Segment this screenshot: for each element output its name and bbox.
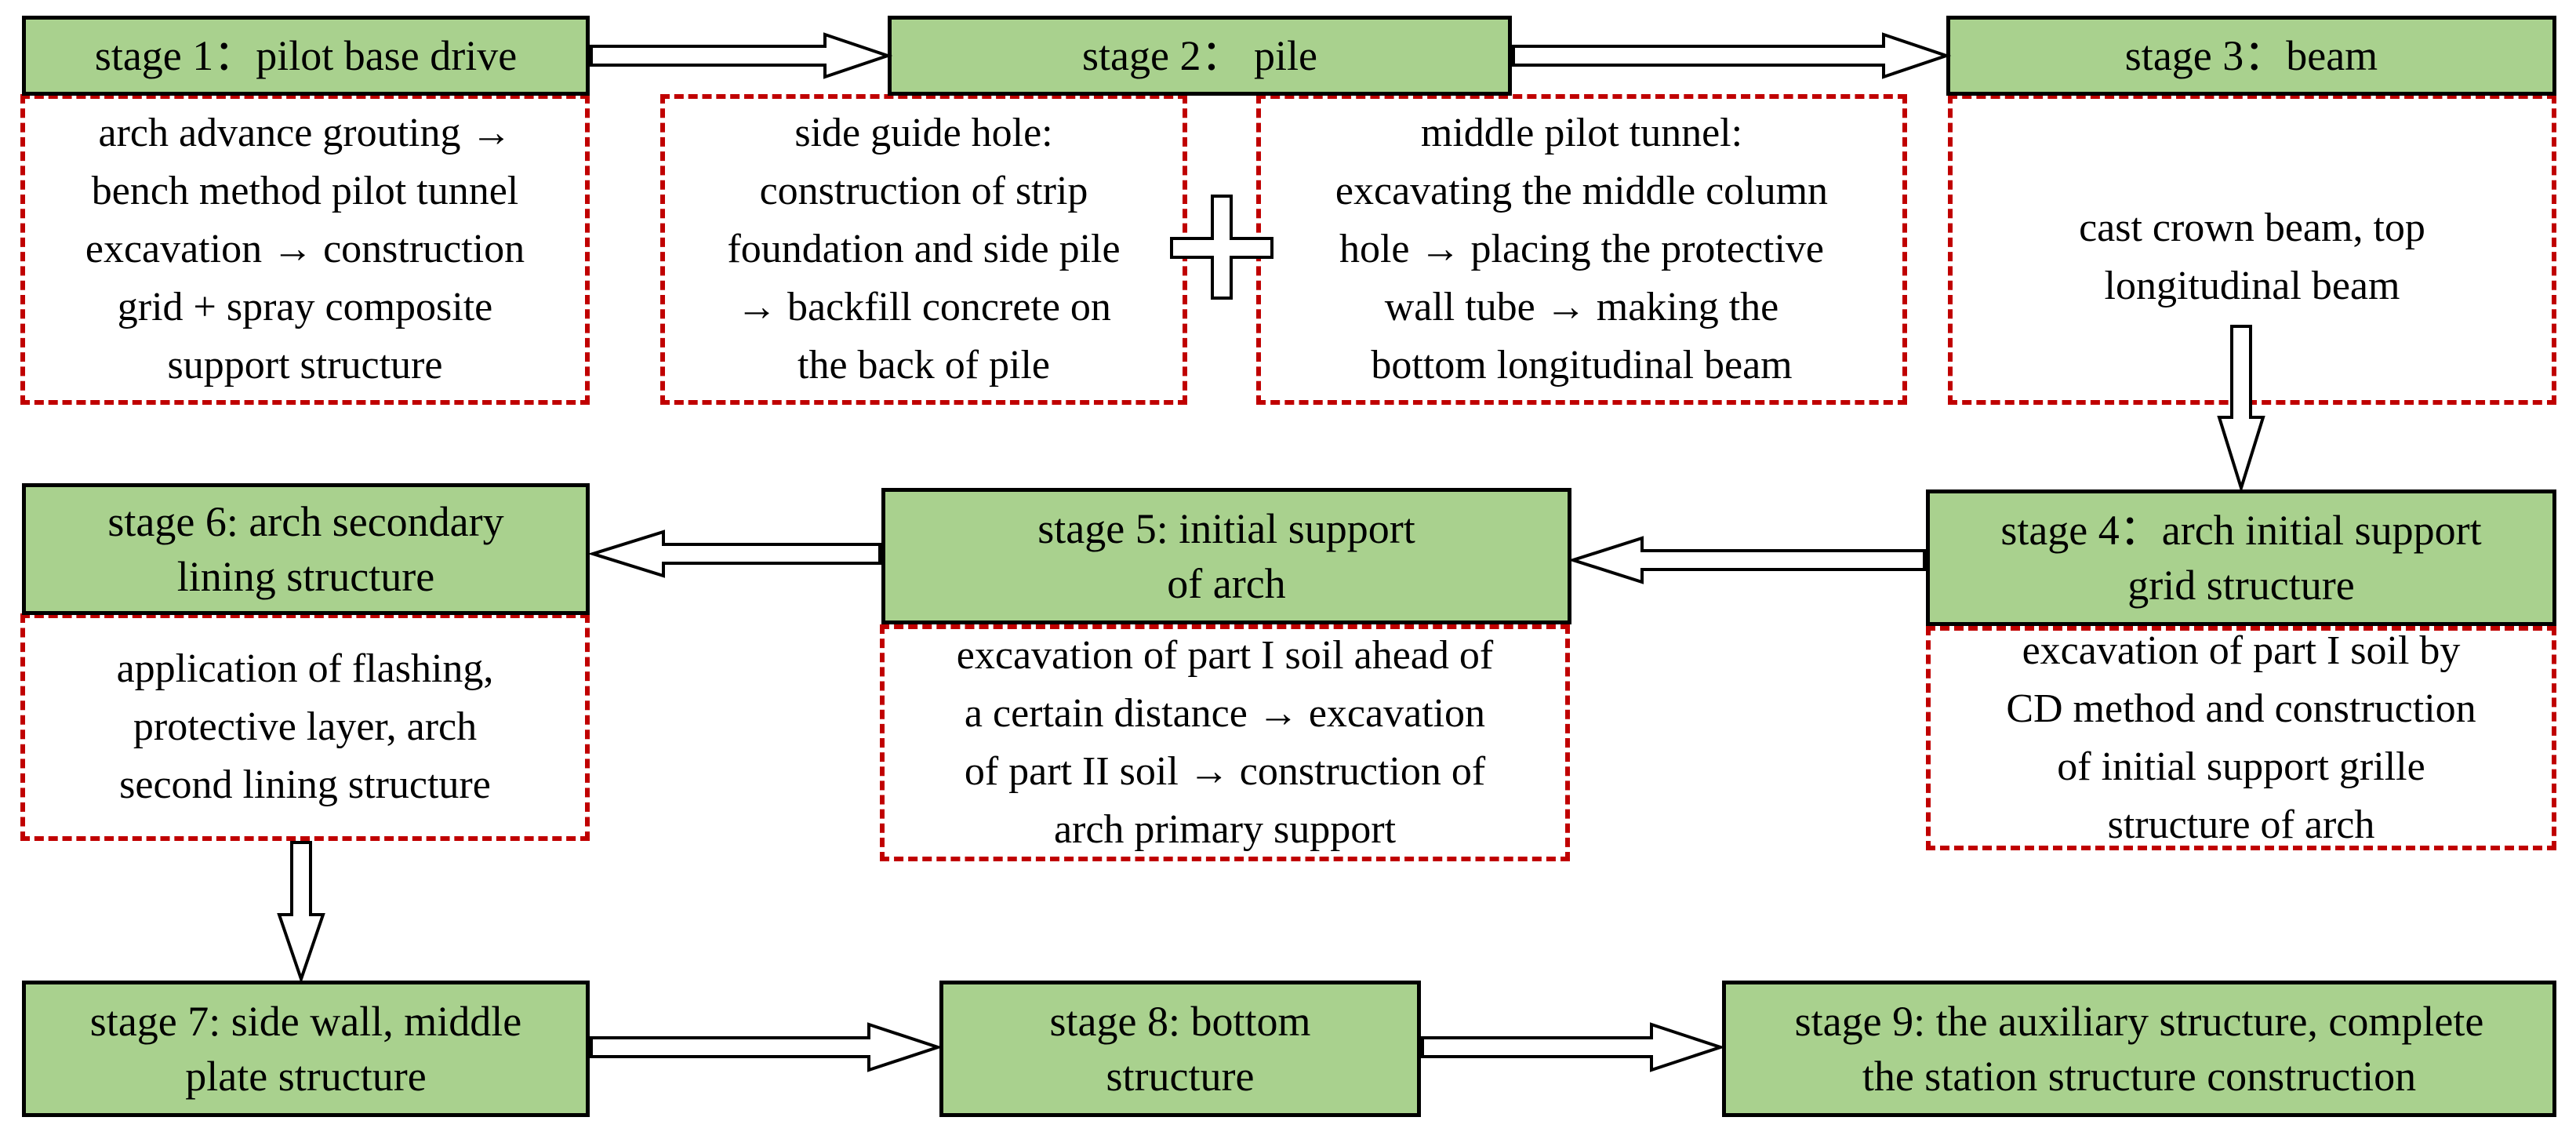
stage-9-box: stage 9: the auxiliary structure, comple…	[1722, 981, 2556, 1117]
stage-5-box: stage 5: initial support of arch	[881, 488, 1571, 624]
arrow-stage7-to-stage8	[590, 1022, 943, 1072]
stage-3-box: stage 3：beam	[1946, 16, 2556, 96]
arrow-stage3-to-stage4	[2217, 325, 2265, 493]
arrow-stage5-to-stage6	[587, 529, 881, 578]
stage-6-detail: application of flashing, protective laye…	[20, 613, 590, 841]
stage-8-box: stage 8: bottom structure	[939, 981, 1421, 1117]
arrow-stage2-to-stage3	[1512, 32, 1952, 79]
arrow-stage4-to-stage5	[1568, 536, 1926, 584]
stage-4-detail: excavation of part I soil by CD method a…	[1926, 626, 2556, 850]
arrow-stage6-to-stage7	[277, 841, 325, 984]
stage-7-box: stage 7: side wall, middle plate structu…	[22, 981, 590, 1117]
arrow-stage1-to-stage2	[590, 32, 893, 79]
stage-5-detail: excavation of part I soil ahead of a cer…	[880, 624, 1570, 861]
stage-1-box: stage 1：pilot base drive	[22, 16, 590, 96]
stage-6-box: stage 6: arch secondary lining structure	[22, 483, 590, 615]
stage-2-middle-pilot-detail: middle pilot tunnel: excavating the midd…	[1256, 94, 1907, 405]
arrow-stage8-to-stage9	[1421, 1022, 1726, 1072]
stage-2-side-guide-detail: side guide hole: construction of strip f…	[660, 94, 1187, 405]
stage-1-detail: arch advance grouting → bench method pil…	[20, 94, 590, 405]
stage-4-box: stage 4：arch initial support grid struct…	[1926, 489, 2556, 626]
stage-2-box: stage 2： pile	[888, 16, 1512, 96]
plus-icon	[1170, 195, 1273, 300]
